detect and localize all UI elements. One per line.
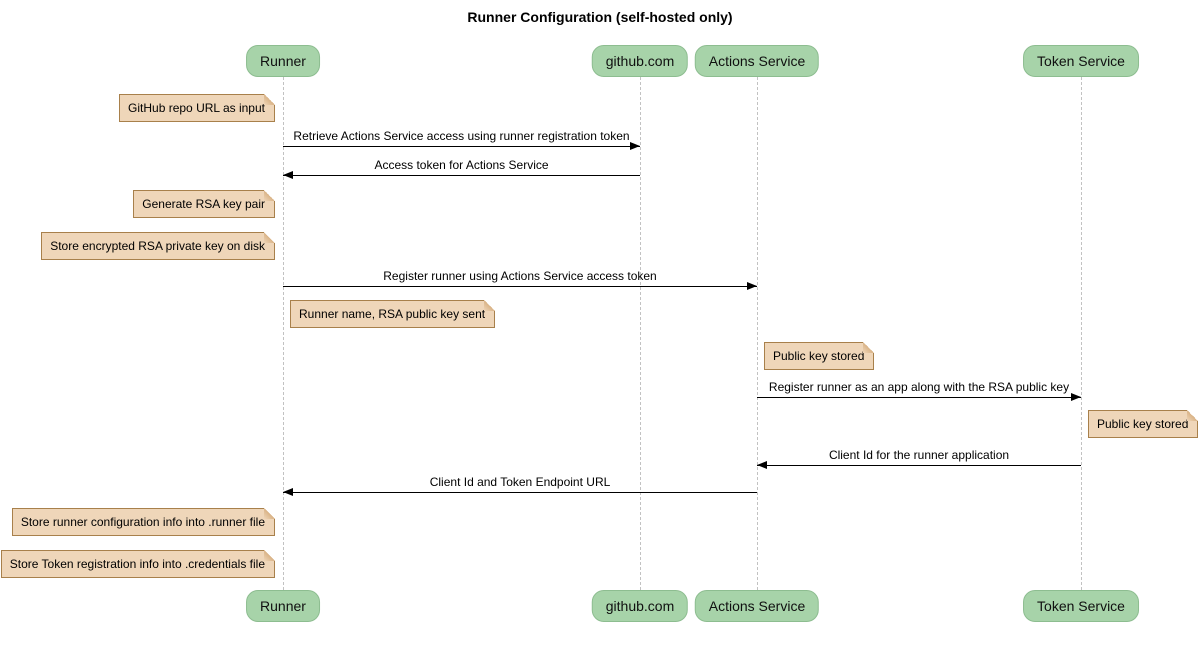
participant-token-service-top: Token Service xyxy=(1023,45,1139,77)
note-text: Generate RSA key pair xyxy=(142,197,265,211)
arrowhead-right-icon xyxy=(747,282,757,290)
arrowhead-left-icon xyxy=(283,171,293,179)
note-runner-name-public-key: Runner name, RSA public key sent xyxy=(290,300,496,328)
note-fold-icon xyxy=(1187,410,1199,421)
participant-github-top: github.com xyxy=(591,45,689,77)
message-label: Retrieve Actions Service access using ru… xyxy=(293,129,630,143)
arrowhead-right-icon xyxy=(630,142,640,150)
participant-runner-bottom: Runner xyxy=(246,590,320,622)
arrowhead-left-icon xyxy=(283,488,293,496)
message-line xyxy=(283,282,757,290)
message-retrieve-actions-access: Retrieve Actions Service access using ru… xyxy=(283,129,640,150)
message-access-token: Access token for Actions Service xyxy=(283,158,640,179)
message-client-id-runner-app: Client Id for the runner application xyxy=(757,448,1081,469)
participant-actions-service-bottom: Actions Service xyxy=(694,590,820,622)
note-text: Store encrypted RSA private key on disk xyxy=(50,239,265,253)
note-text: Store Token registration info into .cred… xyxy=(9,557,265,571)
note-fold-icon xyxy=(264,508,275,519)
note-fold-icon xyxy=(264,550,275,561)
message-label: Access token for Actions Service xyxy=(374,158,549,172)
note-fold-icon xyxy=(264,232,275,243)
lifeline-github xyxy=(640,77,641,590)
note-text: Public key stored xyxy=(1097,417,1189,431)
message-line xyxy=(283,142,640,150)
note-text: Public key stored xyxy=(773,349,865,363)
participant-runner-top: Runner xyxy=(246,45,320,77)
participant-token-service-bottom: Token Service xyxy=(1023,590,1139,622)
lifeline-token-service xyxy=(1081,77,1082,590)
lifeline-runner xyxy=(283,77,284,590)
message-line xyxy=(757,393,1081,401)
note-store-private-key: Store encrypted RSA private key on disk xyxy=(41,232,275,260)
message-label: Register runner as an app along with the… xyxy=(768,380,1070,394)
message-client-id-endpoint: Client Id and Token Endpoint URL xyxy=(283,475,757,496)
message-line xyxy=(283,488,757,496)
message-line xyxy=(283,171,640,179)
note-fold-icon xyxy=(863,342,875,353)
arrowhead-left-icon xyxy=(757,461,767,469)
note-generate-rsa-key: Generate RSA key pair xyxy=(133,190,275,218)
diagram-title: Runner Configuration (self-hosted only) xyxy=(467,9,733,25)
participant-actions-service-top: Actions Service xyxy=(694,45,820,77)
message-label: Register runner using Actions Service ac… xyxy=(383,269,657,283)
note-public-key-stored-actions: Public key stored xyxy=(764,342,875,370)
arrowhead-right-icon xyxy=(1071,393,1081,401)
note-text: Store runner configuration info into .ru… xyxy=(20,515,265,529)
note-text: GitHub repo URL as input xyxy=(128,101,265,115)
note-fold-icon xyxy=(264,94,275,105)
message-label: Client Id for the runner application xyxy=(828,448,1010,462)
message-line xyxy=(757,461,1081,469)
note-store-credentials-file: Store Token registration info into .cred… xyxy=(0,550,275,578)
lifeline-actions-service xyxy=(757,77,758,590)
message-register-runner-app: Register runner as an app along with the… xyxy=(757,380,1081,401)
note-text: Runner name, RSA public key sent xyxy=(299,307,486,321)
note-github-repo-url: GitHub repo URL as input xyxy=(119,94,275,122)
message-register-runner: Register runner using Actions Service ac… xyxy=(283,269,757,290)
note-store-runner-file: Store runner configuration info into .ru… xyxy=(11,508,275,536)
note-fold-icon xyxy=(484,300,496,311)
note-fold-icon xyxy=(264,190,275,201)
message-label: Client Id and Token Endpoint URL xyxy=(429,475,611,489)
participant-github-bottom: github.com xyxy=(591,590,689,622)
note-public-key-stored-token: Public key stored xyxy=(1088,410,1199,438)
